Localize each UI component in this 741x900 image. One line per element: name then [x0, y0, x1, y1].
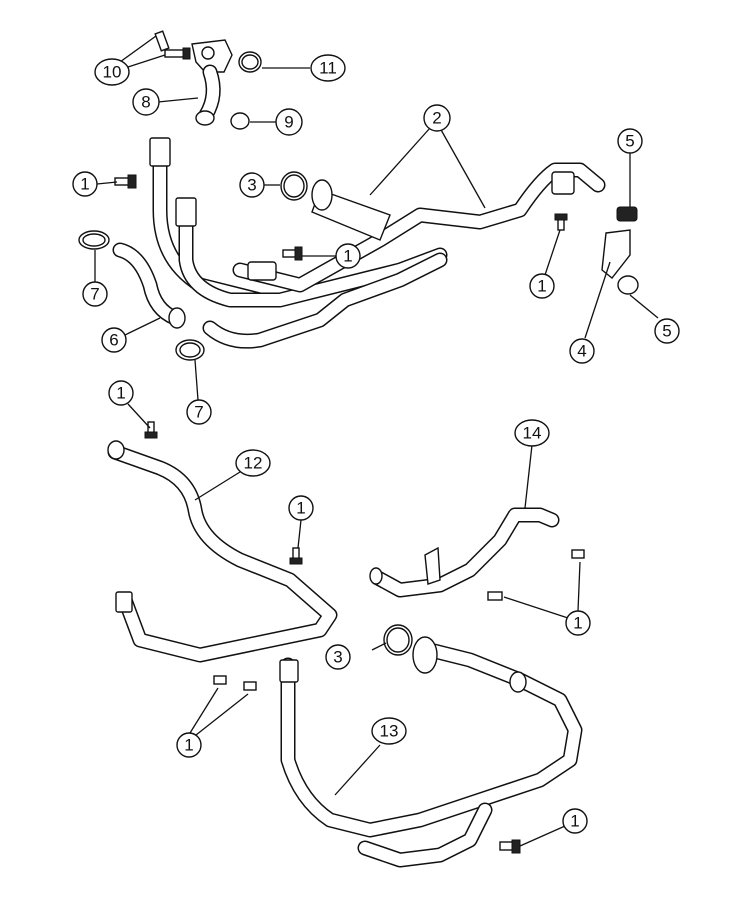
callout-1-g: 1 [176, 732, 202, 758]
callout-7-lower: 7 [186, 399, 212, 425]
svg-text:14: 14 [523, 424, 542, 443]
o-ring-11 [238, 51, 262, 73]
callout-1-f: 1 [565, 610, 591, 636]
svg-text:7: 7 [90, 285, 99, 304]
callout-1-h: 1 [562, 808, 588, 834]
callout-9: 9 [275, 108, 303, 136]
callout-1-e: 1 [288, 495, 314, 521]
bolts-1-top [114, 174, 568, 261]
callout-7-upper: 7 [82, 281, 108, 307]
callout-1-d: 1 [108, 380, 134, 406]
bolts-1-mid-right [487, 549, 585, 601]
callout-5-lower: 5 [654, 318, 680, 344]
bolts-1-mid-left [144, 421, 303, 565]
svg-text:2: 2 [432, 109, 441, 128]
callout-4: 4 [569, 338, 595, 364]
housing-8 [191, 39, 233, 126]
svg-text:3: 3 [333, 648, 342, 667]
callout-14: 14 [514, 419, 550, 447]
callout-1-a: 1 [72, 171, 98, 197]
callout-8: 8 [132, 88, 160, 116]
svg-text:7: 7 [194, 403, 203, 422]
svg-text:4: 4 [577, 342, 586, 361]
o-ring-9 [230, 112, 250, 130]
ring-3-lower [383, 624, 413, 656]
clamp-7-upper [78, 230, 110, 250]
hose-6 [112, 242, 186, 329]
svg-text:1: 1 [343, 247, 352, 266]
bolts-10 [154, 30, 191, 60]
hose-13 [279, 636, 583, 868]
callout-5-upper: 5 [617, 128, 643, 154]
svg-text:12: 12 [244, 454, 263, 473]
svg-text:5: 5 [662, 322, 671, 341]
svg-text:9: 9 [284, 113, 293, 132]
callout-1-b: 1 [335, 243, 361, 269]
svg-text:1: 1 [184, 736, 193, 755]
svg-text:5: 5 [625, 132, 634, 151]
hose-14 [369, 507, 560, 598]
svg-text:1: 1 [116, 384, 125, 403]
svg-text:10: 10 [103, 63, 122, 82]
ring-3-upper [280, 171, 308, 201]
callout-13: 13 [371, 717, 407, 745]
hose-assembly-2 [149, 137, 606, 349]
svg-text:1: 1 [537, 277, 546, 296]
callout-10: 10 [94, 58, 130, 86]
callout-2: 2 [423, 104, 451, 132]
svg-text:8: 8 [141, 93, 150, 112]
svg-text:1: 1 [296, 499, 305, 518]
svg-text:1: 1 [80, 175, 89, 194]
svg-text:1: 1 [573, 614, 582, 633]
part-5-4 [601, 206, 639, 295]
leader-lines [94, 35, 659, 847]
svg-text:1: 1 [570, 812, 579, 831]
hose-12 [107, 440, 338, 663]
svg-text:13: 13 [380, 722, 399, 741]
clamp-7-lower [175, 339, 205, 361]
callout-3-upper: 3 [239, 172, 265, 198]
bolts-1-bottom [213, 675, 521, 854]
svg-text:3: 3 [247, 176, 256, 195]
svg-text:6: 6 [109, 331, 118, 350]
callout-3-lower: 3 [325, 644, 351, 670]
callout-11: 11 [310, 54, 346, 82]
callout-12: 12 [235, 449, 271, 477]
callout-1-c: 1 [529, 273, 555, 299]
callout-6: 6 [101, 327, 127, 353]
svg-text:11: 11 [319, 59, 337, 78]
